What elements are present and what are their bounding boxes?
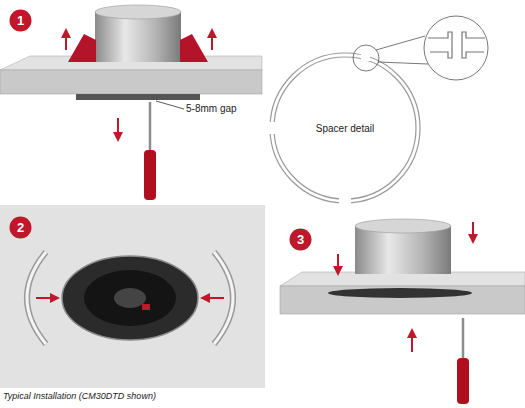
callout-number: 2 (9, 216, 32, 239)
step-three-figure (280, 219, 525, 404)
step-number: 1 (17, 14, 24, 27)
callout-number: 3 (289, 228, 312, 251)
step-number: 2 (17, 221, 24, 234)
callout-circle-fill (10, 217, 32, 239)
callout-circle-fill (10, 10, 32, 32)
callout-circle-fill (290, 229, 312, 251)
step-one-figure (0, 5, 262, 200)
spacer-ring (266, 16, 488, 206)
callout-number: 1 (9, 9, 32, 32)
detail-title: Spacer detail (316, 123, 374, 134)
gap-dimension: 5-8mm gap (186, 103, 237, 114)
step-number: 3 (297, 233, 304, 246)
step-two-figure (0, 205, 265, 388)
figure-caption: Typical Installation (CM30DTD shown) (3, 391, 156, 401)
